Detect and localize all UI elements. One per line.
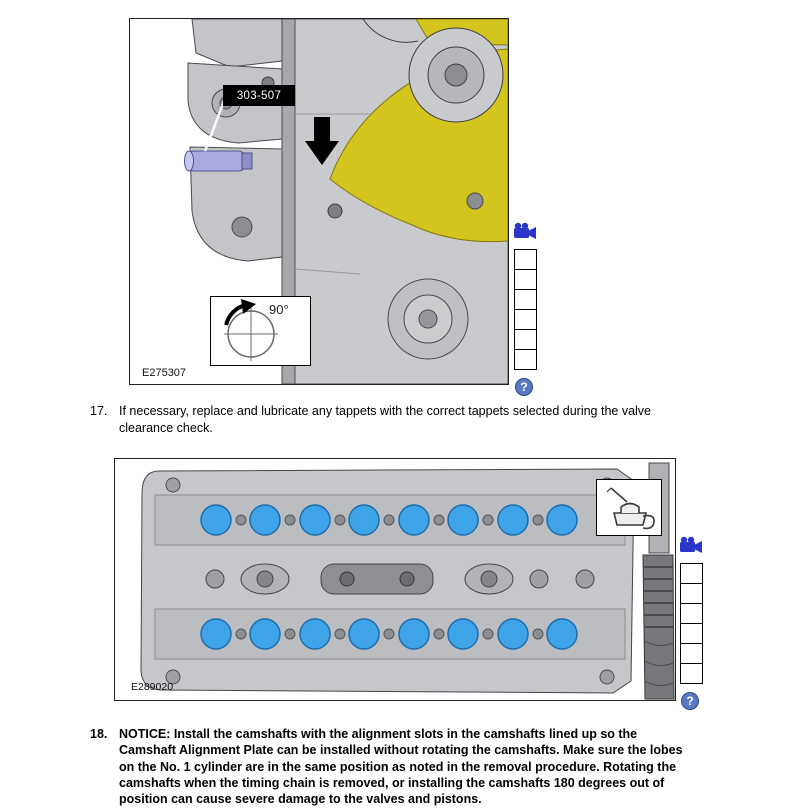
hose <box>642 554 675 700</box>
panel-cell <box>514 329 537 350</box>
panel-cell <box>680 603 703 624</box>
panel-cell <box>514 309 537 330</box>
empty-cell-column <box>514 249 537 370</box>
panel-cell <box>514 289 537 310</box>
rotation-indicator: 90° <box>210 296 311 366</box>
figure-camshaft-alignment-tool: 303-507 90° E275307 <box>129 18 509 385</box>
figure-id-label: E275307 <box>142 367 187 379</box>
highlighted-tappets <box>200 504 578 650</box>
figure-cylinder-head-tappets: E289020 <box>114 458 676 701</box>
step-18: 18. NOTICE: Install the camshafts with t… <box>90 726 698 807</box>
panel-cell <box>680 623 703 644</box>
panel-cell <box>514 249 537 270</box>
oil-can-icon <box>606 487 655 530</box>
cylinder-head-illustration <box>140 462 675 700</box>
panel-cell <box>514 349 537 370</box>
empty-cell-column <box>680 563 703 684</box>
pointer-arrow <box>305 117 339 165</box>
figure-id-label: E289020 <box>131 681 174 693</box>
panel-cell <box>680 663 703 684</box>
step-text: If necessary, replace and lubricate any … <box>119 404 652 435</box>
rotation-symbol-icon <box>224 299 278 361</box>
figure1-media-panel: ? <box>512 222 538 402</box>
video-camera-icon[interactable] <box>512 222 538 240</box>
lubrication-indicator <box>596 479 662 536</box>
engine-front-illustration <box>184 18 509 385</box>
panel-cell <box>680 563 703 584</box>
panel-cell <box>680 583 703 604</box>
step-notice-text: NOTICE: Install the camshafts with the a… <box>119 727 683 806</box>
panel-cell <box>680 643 703 664</box>
help-icon[interactable]: ? <box>515 378 533 396</box>
tool-number-callout: 303-507 <box>223 85 295 106</box>
figure2-media-panel: ? <box>678 536 704 716</box>
panel-cell <box>514 269 537 290</box>
alignment-pin <box>184 150 253 172</box>
rotation-angle-label: 90° <box>269 302 289 317</box>
step-number: 17. <box>90 404 108 418</box>
help-icon[interactable]: ? <box>681 692 699 710</box>
video-camera-icon[interactable] <box>678 536 704 554</box>
step-number: 18. <box>90 727 108 741</box>
step-17: 17. If necessary, replace and lubricate … <box>90 403 698 437</box>
